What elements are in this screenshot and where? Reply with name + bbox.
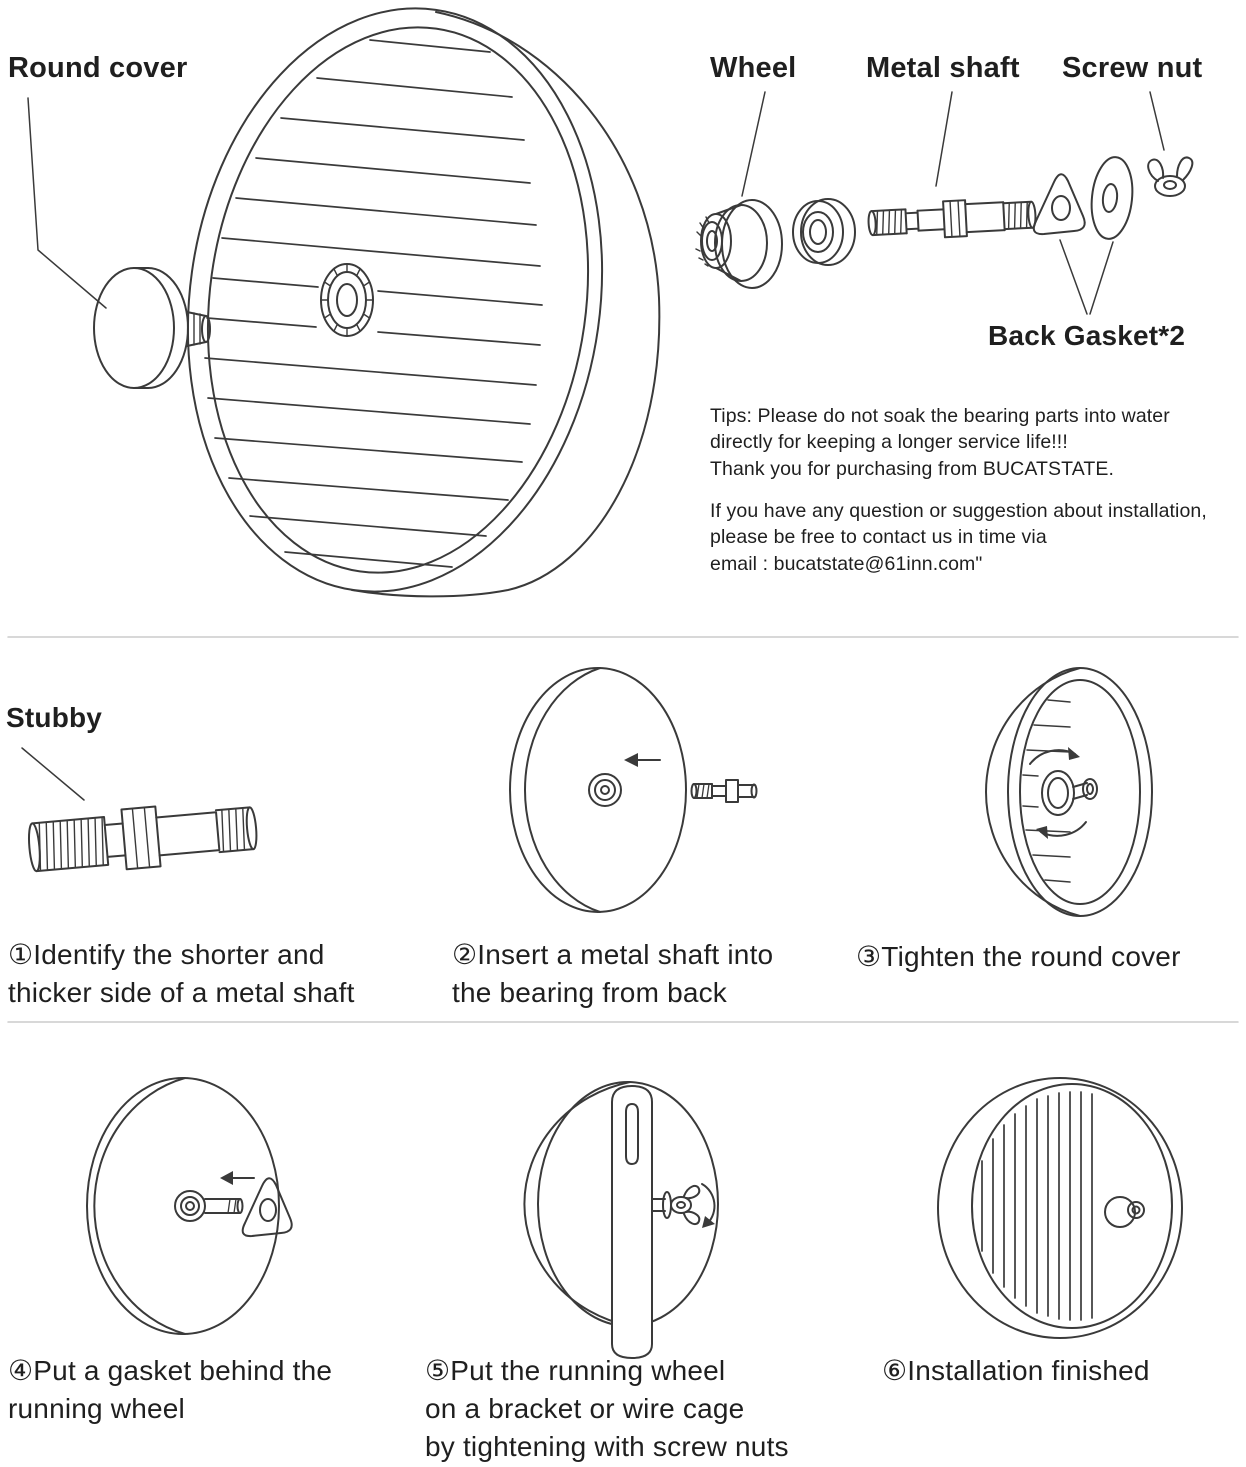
wing-nut bbox=[670, 1184, 701, 1226]
stubby-leader-line bbox=[21, 747, 85, 801]
label-wheel: Wheel bbox=[710, 52, 797, 84]
triangle-gasket bbox=[241, 1177, 293, 1238]
round-gasket-part bbox=[1090, 156, 1134, 240]
metal-shaft-part bbox=[867, 199, 1037, 239]
label-metal-shaft: Metal shaft bbox=[866, 52, 1020, 84]
wing-nut-part bbox=[1147, 156, 1194, 197]
insert-arrow-icon bbox=[624, 753, 661, 767]
label-stubby: Stubby bbox=[6, 702, 103, 733]
rotate-arrow-icon bbox=[1029, 747, 1087, 839]
step5-caption: ⑤Put the running wheel on a bracket or w… bbox=[425, 1355, 789, 1463]
triangle-gasket-part bbox=[1032, 173, 1086, 236]
step6-caption: ⑥Installation finished bbox=[882, 1355, 1150, 1386]
section-dividers bbox=[7, 636, 1239, 1023]
wheel-drum-illustration bbox=[186, 7, 661, 598]
small-shaft bbox=[690, 779, 758, 803]
step1-shaft-illustration bbox=[21, 747, 258, 873]
step1-caption: ①Identify the shorter and thicker side o… bbox=[8, 939, 355, 1009]
step2-caption: ②Insert a metal shaft into the bearing f… bbox=[452, 939, 774, 1009]
wheel-hub-part bbox=[695, 199, 783, 289]
bearing-part bbox=[792, 198, 856, 266]
label-back-gasket: Back Gasket*2 bbox=[988, 320, 1186, 351]
step4-caption: ④Put a gasket behind the running wheel bbox=[8, 1355, 333, 1425]
round-cover-part bbox=[93, 267, 211, 389]
insert-arrow-icon bbox=[220, 1171, 255, 1185]
label-round-cover: Round cover bbox=[8, 52, 188, 84]
tips-text: Tips: Please do not soak the bearing par… bbox=[710, 405, 1170, 480]
rotate-arrow-icon bbox=[701, 1183, 716, 1228]
step4-gasket-illustration bbox=[86, 1077, 293, 1335]
bracket-bar bbox=[611, 1085, 653, 1359]
step6-finished-illustration bbox=[937, 1077, 1183, 1339]
step5-bracket-illustration bbox=[523, 1081, 719, 1359]
contact-text: If you have any question or suggestion a… bbox=[710, 500, 1207, 575]
leader-lines bbox=[27, 91, 1165, 315]
step2-insert-illustration bbox=[509, 667, 758, 913]
step3-tighten-illustration bbox=[985, 667, 1153, 917]
step3-caption: ③Tighten the round cover bbox=[856, 941, 1181, 972]
exploded-view bbox=[27, 7, 1194, 598]
label-screw-nut: Screw nut bbox=[1062, 52, 1203, 84]
